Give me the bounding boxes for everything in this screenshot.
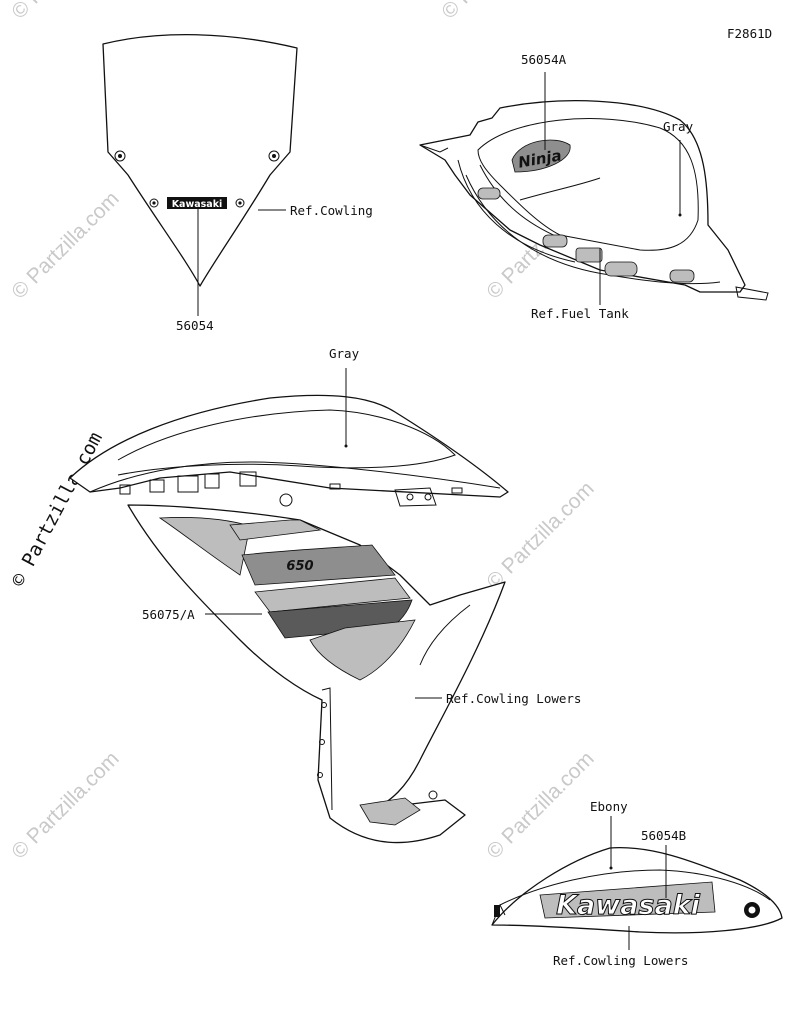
cowling-bolt bbox=[428, 790, 438, 800]
callout-ref-fuel-tank: Ref.Fuel Tank bbox=[531, 306, 629, 321]
cowling-edge bbox=[321, 687, 333, 811]
tank-crease bbox=[519, 177, 601, 201]
leader-dot bbox=[609, 866, 613, 870]
windshield: Kawasaki bbox=[102, 34, 298, 316]
windshield-bolt bbox=[114, 150, 126, 162]
leader-dot bbox=[344, 444, 348, 448]
cowling-mount bbox=[451, 487, 463, 494]
cowling-vent bbox=[158, 517, 251, 576]
cowling-bolt bbox=[406, 493, 414, 501]
tank-mount bbox=[542, 234, 568, 248]
watermark: © Partzilla.com bbox=[7, 0, 123, 24]
cowling-decal bbox=[241, 544, 396, 586]
cowling-mount bbox=[204, 473, 220, 489]
lower-cowl-tip-mark bbox=[494, 905, 500, 917]
tank-mount bbox=[604, 261, 638, 277]
tank-mount bbox=[669, 269, 695, 283]
windshield-decal-text: Kawasaki bbox=[172, 199, 223, 210]
windshield-bolt bbox=[235, 198, 245, 208]
tank-mount bbox=[477, 187, 501, 200]
figure-id: F2861D bbox=[727, 26, 772, 41]
cowling-bolt bbox=[279, 493, 293, 507]
tank-decal bbox=[511, 139, 571, 173]
cowling-upper-panel bbox=[117, 409, 456, 476]
callout-cowling-gray: Gray bbox=[329, 346, 360, 361]
lower-cowl-crease bbox=[499, 869, 771, 906]
windshield-bolt-center bbox=[118, 154, 122, 158]
fuel-tank: Ninja bbox=[419, 72, 769, 305]
watermark: © Partzilla.com bbox=[7, 187, 123, 303]
windshield-bolt-center bbox=[152, 201, 156, 205]
cowling-mount bbox=[239, 471, 257, 487]
cowling-decal-text: 650 bbox=[286, 559, 313, 574]
cowling-crease bbox=[419, 604, 471, 666]
callout-tank-gray: Gray bbox=[663, 119, 694, 134]
watermark: © Partzilla.com bbox=[7, 747, 123, 863]
windshield-outline bbox=[102, 34, 298, 287]
callout-56075A: 56075/A bbox=[142, 607, 195, 622]
cowling-upper-outline bbox=[69, 394, 509, 498]
watermark: © Partzilla.com bbox=[482, 747, 598, 863]
tank-top-panel bbox=[477, 118, 699, 251]
windshield-decal bbox=[167, 197, 227, 209]
cowling-bolt bbox=[319, 739, 325, 745]
windshield-bolt bbox=[268, 150, 280, 162]
windshield-bolt-center bbox=[272, 154, 276, 158]
cowling-bracket bbox=[394, 487, 437, 507]
cowling-mount bbox=[119, 484, 131, 495]
callout-56054A: 56054A bbox=[521, 52, 567, 67]
cowling-mount bbox=[149, 479, 165, 493]
cowling-lower-tab bbox=[359, 797, 421, 826]
callout-ref-cowling-lowers: Ref.Cowling Lowers bbox=[446, 691, 581, 706]
windshield-bolt bbox=[149, 198, 159, 208]
callout-56054: 56054 bbox=[176, 318, 214, 333]
callout-ref-cowling: Ref.Cowling bbox=[290, 203, 373, 218]
lower-cowl-bolt-center bbox=[748, 906, 756, 914]
tank-lower-trim bbox=[465, 174, 721, 285]
cowling-bolt bbox=[424, 493, 432, 501]
cowling-stripe-top bbox=[229, 519, 322, 541]
cowling-mount bbox=[177, 475, 199, 493]
cowling-upper-edge bbox=[89, 461, 501, 493]
windshield-bolt-center bbox=[238, 201, 242, 205]
cowling-stripe bbox=[254, 577, 411, 613]
callout-56054B: 56054B bbox=[641, 828, 686, 843]
tank-front-tab bbox=[419, 144, 449, 153]
watermark: © Partzilla.com bbox=[437, 0, 553, 24]
tank-rear-tab bbox=[735, 286, 769, 301]
lower-cowl-decal bbox=[539, 881, 716, 919]
cowling-mount bbox=[329, 483, 341, 490]
callout-ref-cowling-lowers-2: Ref.Cowling Lowers bbox=[553, 953, 688, 968]
cowling-bolt bbox=[321, 702, 327, 708]
lower-cowling: Kawasaki bbox=[491, 816, 783, 950]
lower-cowl-decal-text: Kawasaki bbox=[556, 890, 701, 921]
side-cowling: 650 bbox=[69, 368, 509, 844]
leader-dot bbox=[678, 213, 682, 217]
cowling-lower-panel bbox=[309, 619, 416, 681]
cowling-bolt bbox=[317, 772, 323, 778]
tank-outline bbox=[419, 100, 746, 293]
tank-crease bbox=[479, 164, 561, 239]
vertical-copyright: © Partzilla.com bbox=[7, 429, 107, 591]
tank-mount bbox=[575, 247, 603, 263]
callout-ebony: Ebony bbox=[590, 799, 628, 814]
tank-lower-trim bbox=[457, 159, 576, 263]
